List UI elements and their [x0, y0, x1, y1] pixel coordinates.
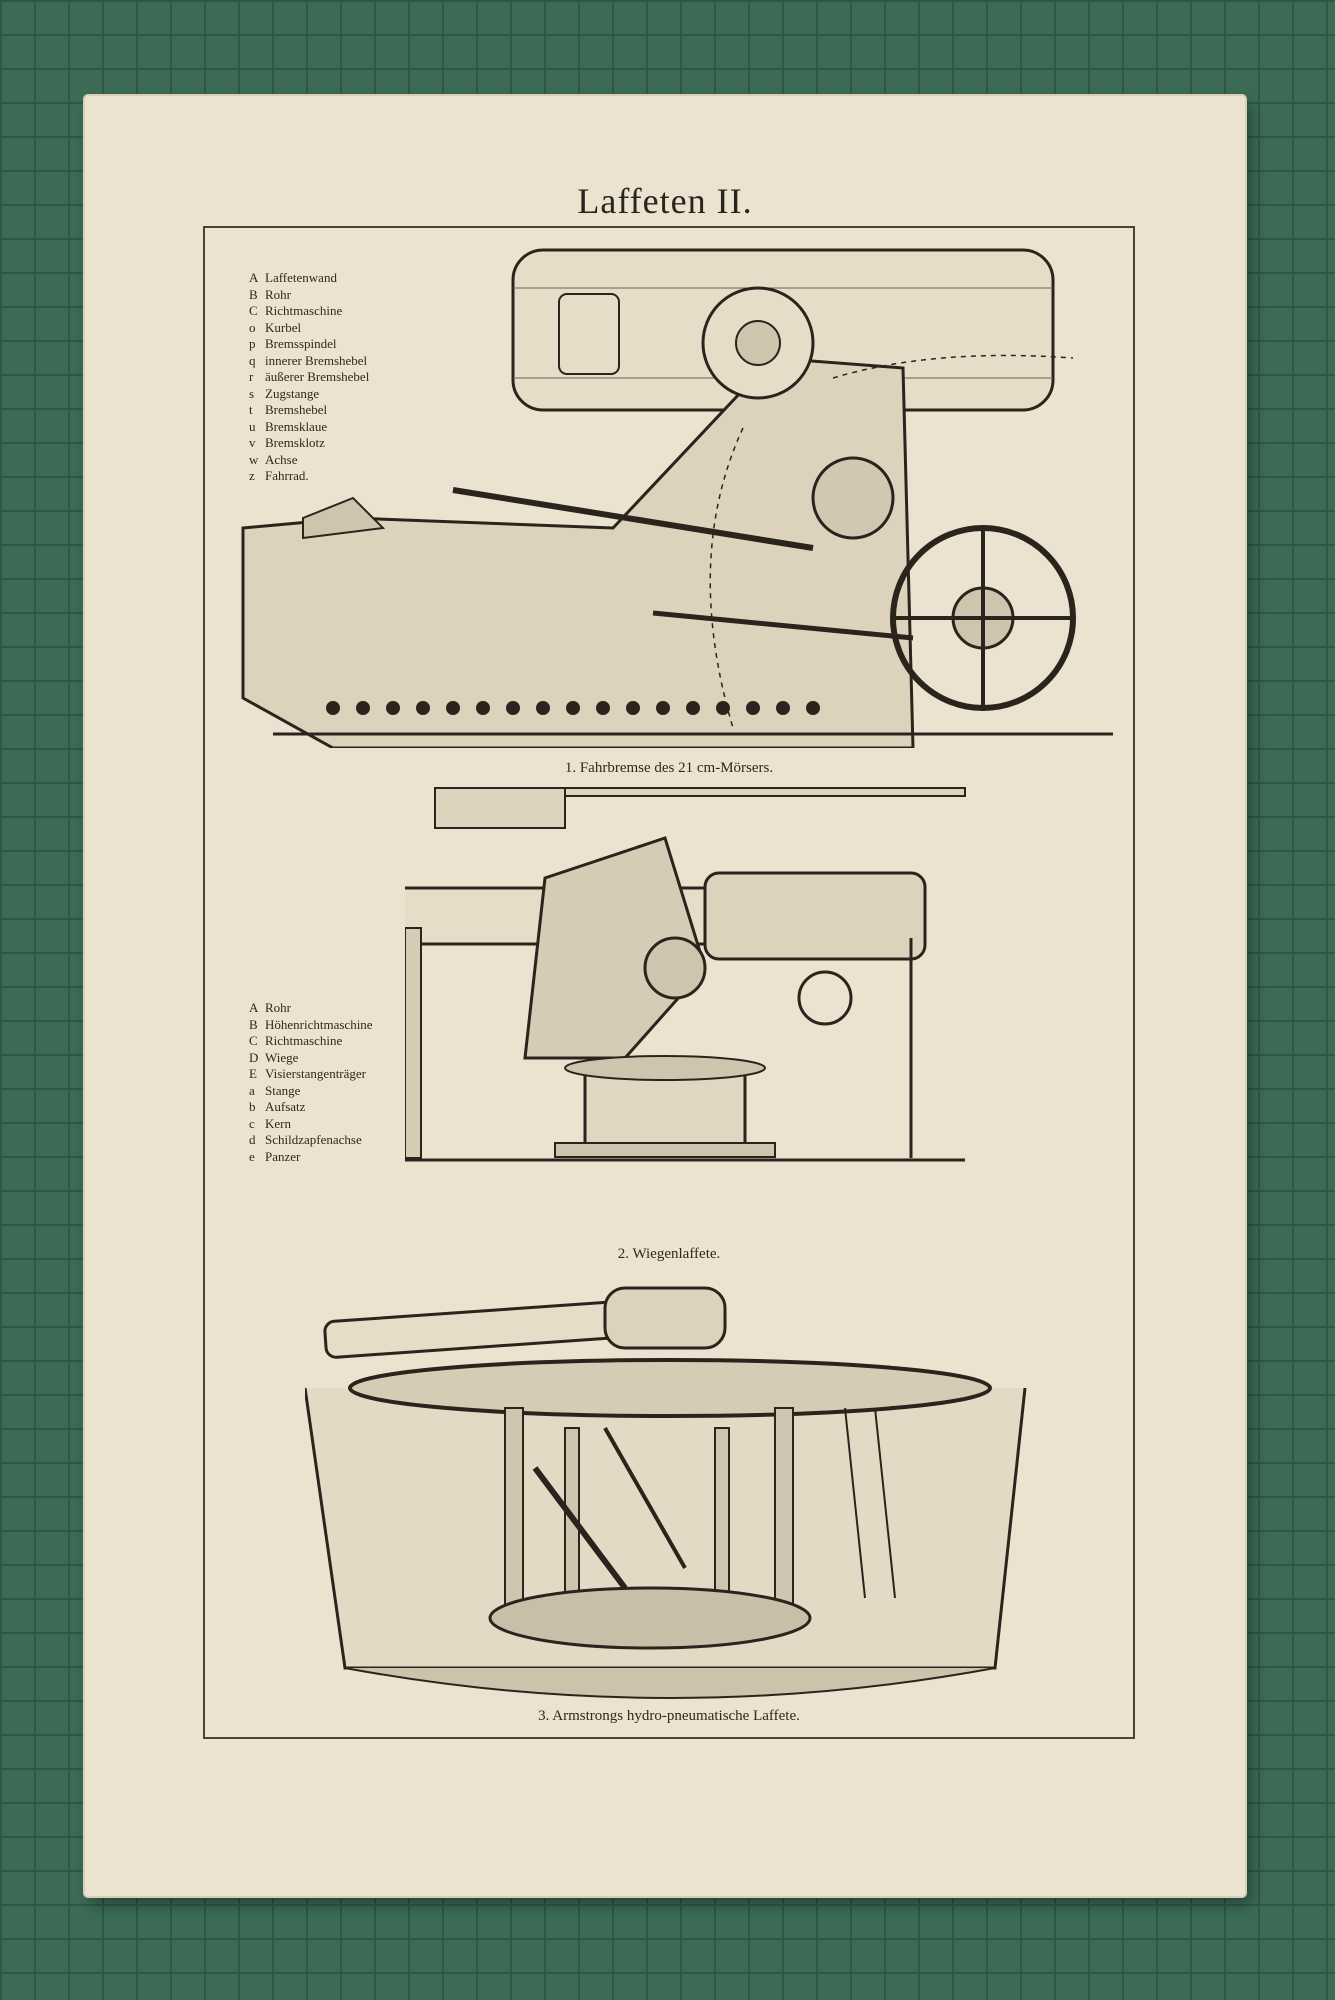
legend-key: C: [249, 303, 258, 318]
legend-key: d: [249, 1132, 256, 1147]
figure-2-caption: 2. Wiegenlaffete.: [617, 1246, 721, 1262]
legend-label: innerer Bremshebel: [265, 352, 368, 368]
legend-item: e Panzer: [249, 1149, 373, 1166]
legend-key: B: [249, 286, 258, 302]
legend-key: o: [249, 319, 256, 335]
legend-item: C Richtmaschine: [249, 1033, 373, 1050]
figure-3-caption: 3. Armstrongs hydro-pneumatische Laffete…: [538, 1708, 800, 1724]
legend-label: Rohr: [265, 286, 291, 302]
legend-key: z: [249, 468, 255, 483]
legend-label: äußerer Bremshebel: [265, 369, 370, 384]
legend-label: Bremsklaue: [265, 418, 328, 434]
figure-1-caption: 1. Fahrbremse des 21 cm-Mörsers.: [564, 760, 774, 776]
legend-key: p: [249, 336, 256, 351]
legend-key: A: [249, 1000, 259, 1015]
legend-label: Visierstangenträger: [265, 1066, 367, 1081]
legend-item: D Wiege: [249, 1050, 373, 1067]
legend-key: B: [249, 1016, 258, 1032]
legend-key: u: [249, 418, 256, 434]
legend-key: A: [249, 270, 259, 285]
legend-key: c: [249, 1115, 255, 1131]
legend-key: t: [249, 402, 253, 417]
legend-label: Achse: [265, 451, 298, 467]
legend-item: z Fahrrad.: [249, 468, 369, 485]
legend-label: Fahrrad.: [265, 468, 309, 483]
legend-item: u Bremsklaue: [249, 419, 369, 436]
legend-item: q innerer Bremshebel: [249, 353, 369, 370]
legend-key: a: [249, 1082, 255, 1098]
legend-key: e: [249, 1148, 255, 1164]
legend-item: A Laffetenwand: [249, 270, 369, 287]
legend-item: c Kern: [249, 1116, 373, 1133]
figure-3-illustration: [305, 1286, 1027, 1699]
legend-item: v Bremsklotz: [249, 435, 369, 452]
legend-label: Rohr: [265, 1000, 291, 1015]
legend-item: B Rohr: [249, 287, 369, 304]
legend-item: o Kurbel: [249, 320, 369, 337]
legend-key: b: [249, 1099, 256, 1114]
legend-key: E: [249, 1066, 257, 1081]
legend-item: w Achse: [249, 452, 369, 469]
legend-item: E Visierstangenträger: [249, 1066, 373, 1083]
legend-item: d Schildzapfenachse: [249, 1132, 373, 1149]
legend-item: B Höhenrichtmaschine: [249, 1017, 373, 1034]
legend-key: s: [249, 385, 255, 401]
legend-item: A Rohr: [249, 1000, 373, 1017]
legend-key: q: [249, 352, 256, 368]
legend-label: Bremsklotz: [265, 435, 325, 450]
legend-label: Aufsatz: [265, 1099, 306, 1114]
legend-item: a Stange: [249, 1083, 373, 1100]
legend-item: C Richtmaschine: [249, 303, 369, 320]
figure-2-illustration: [405, 787, 966, 1162]
legend-key: w: [249, 451, 259, 467]
legend-item: s Zugstange: [249, 386, 369, 403]
legend-label: Höhenrichtmaschine: [265, 1016, 373, 1032]
legend-label: Bremsspindel: [265, 336, 337, 351]
legend-label: Schildzapfenachse: [265, 1132, 362, 1147]
legend-label: Wiege: [265, 1049, 299, 1065]
legend-item: b Aufsatz: [249, 1099, 373, 1116]
legend-item: p Bremsspindel: [249, 336, 369, 353]
legend-item: r äußerer Bremshebel: [249, 369, 369, 386]
legend-item: t Bremshebel: [249, 402, 369, 419]
legend-label: Kern: [265, 1115, 291, 1131]
legend-key: D: [249, 1049, 259, 1065]
legend-key: r: [249, 369, 254, 384]
legend-label: Bremshebel: [265, 402, 328, 417]
legend-label: Panzer: [265, 1148, 301, 1164]
legend-key: C: [249, 1033, 258, 1048]
legend-label: Zugstange: [265, 385, 320, 401]
legend-label: Laffetenwand: [265, 270, 337, 285]
legend-label: Kurbel: [265, 319, 302, 335]
plate-title: Laffeten II.: [577, 181, 753, 221]
figure-1-illustration: [241, 248, 1113, 748]
legend-label: Stange: [265, 1082, 301, 1098]
legend-label: Richtmaschine: [265, 303, 343, 318]
legend-key: v: [249, 435, 256, 450]
legend-label: Richtmaschine: [265, 1033, 343, 1048]
